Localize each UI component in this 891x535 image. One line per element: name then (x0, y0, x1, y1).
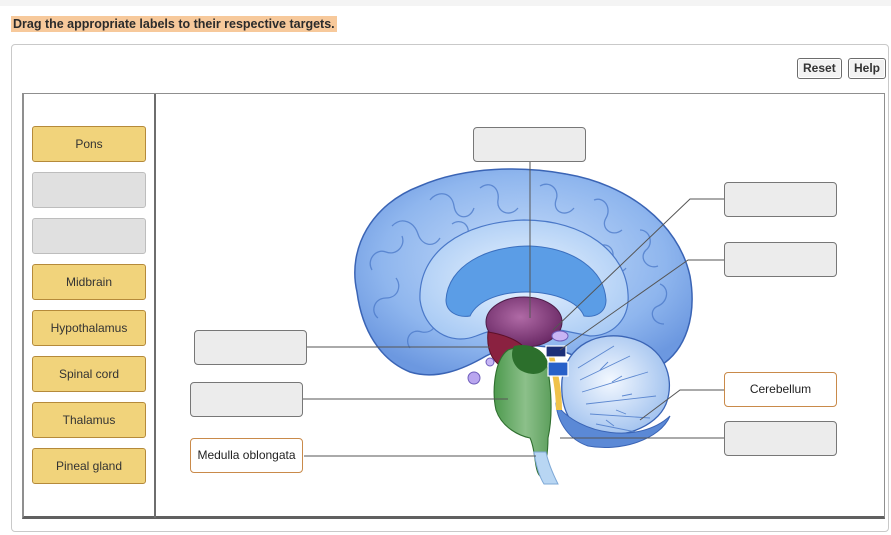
cerebellum-shape (561, 335, 671, 437)
label-thalamus[interactable]: Thalamus (32, 402, 146, 438)
label-slot-empty (32, 172, 146, 208)
drop-target-right-4[interactable] (724, 421, 837, 456)
drop-target-right-3[interactable]: Cerebellum (724, 372, 837, 407)
marker-box (545, 345, 567, 358)
top-strip (0, 0, 891, 6)
drop-target-right-2[interactable] (724, 242, 837, 277)
leader-line (552, 198, 724, 331)
reset-button[interactable]: Reset (797, 58, 842, 79)
label-pineal-gland[interactable]: Pineal gland (32, 448, 146, 484)
midbrain-shape (512, 344, 548, 374)
leader-line (639, 389, 724, 421)
cerebellum-base-shape (555, 402, 671, 449)
marker-box (547, 361, 569, 377)
label-bank-divider (154, 94, 156, 518)
leader-line (559, 259, 724, 351)
label-pons[interactable]: Pons (32, 126, 146, 162)
corpus-callosum-shape (445, 245, 607, 317)
drop-target-right-1[interactable] (724, 182, 837, 217)
drop-target-left-2[interactable] (190, 382, 303, 417)
drop-target-left-3[interactable]: Medulla oblongata (190, 438, 303, 473)
mammillary-shape (485, 357, 495, 367)
label-spinal-cord[interactable]: Spinal cord (32, 356, 146, 392)
pituitary-shape (467, 371, 481, 385)
instruction-text: Drag the appropriate labels to their res… (11, 16, 337, 32)
label-slot-empty (32, 218, 146, 254)
drop-target-top[interactable] (473, 127, 586, 162)
label-hypothalamus[interactable]: Hypothalamus (32, 310, 146, 346)
spinal-cord-shape (533, 451, 559, 485)
drop-target-left-1[interactable] (194, 330, 307, 365)
label-midbrain[interactable]: Midbrain (32, 264, 146, 300)
pineal-shape (551, 330, 569, 342)
help-button[interactable]: Help (848, 58, 887, 79)
